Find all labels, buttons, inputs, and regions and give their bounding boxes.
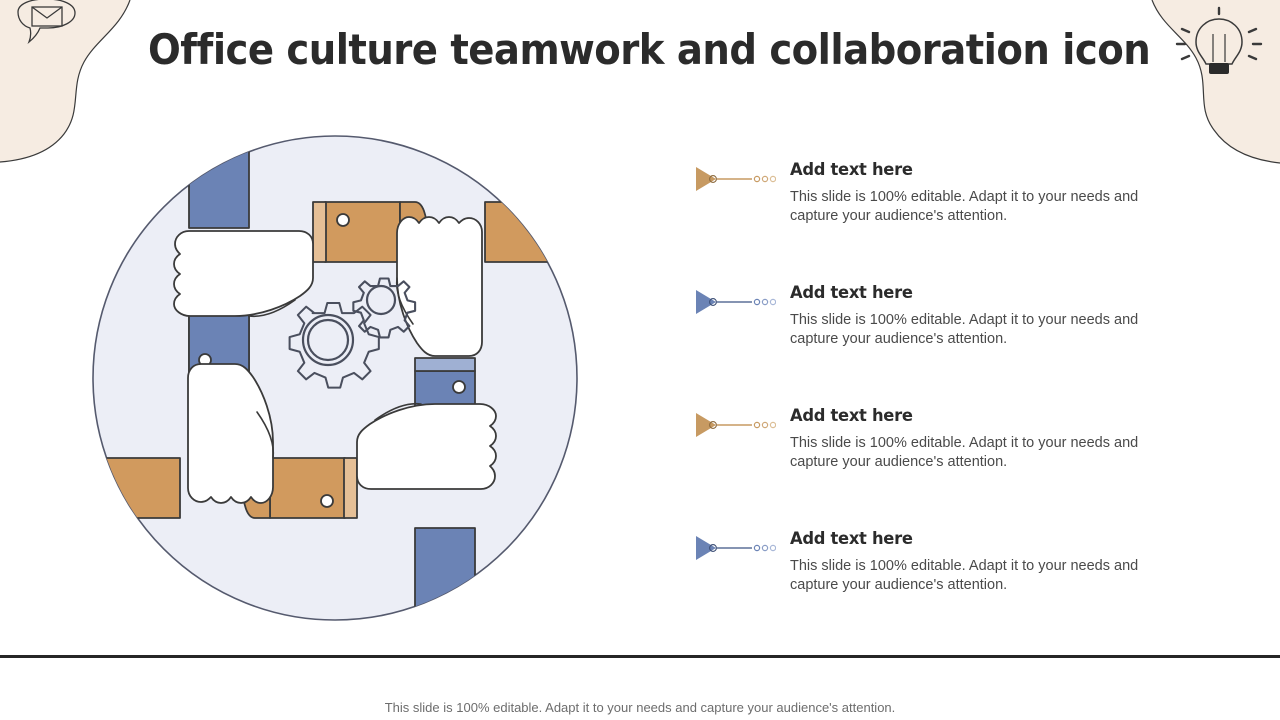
bullet-marker-2 bbox=[696, 290, 776, 314]
teamwork-hands-illustration bbox=[92, 135, 578, 621]
page-title: Office culture teamwork and collaboratio… bbox=[148, 24, 1151, 74]
bullet-marker-4 bbox=[696, 536, 776, 560]
bullet-heading: Add text here bbox=[790, 160, 913, 180]
sleeve-button bbox=[452, 380, 466, 394]
bullet-heading: Add text here bbox=[790, 283, 913, 303]
list-item[interactable]: Add text here This slide is 100% editabl… bbox=[694, 283, 1194, 406]
gears-icon bbox=[288, 277, 417, 389]
list-item[interactable]: Add text here This slide is 100% editabl… bbox=[694, 406, 1194, 529]
fist-top-left bbox=[173, 230, 314, 317]
fist-bottom-right bbox=[356, 403, 497, 490]
sleeve-button bbox=[320, 494, 334, 508]
bullet-body: This slide is 100% editable. Adapt it to… bbox=[790, 558, 1139, 593]
bullet-body: This slide is 100% editable. Adapt it to… bbox=[790, 312, 1139, 347]
bullet-marker-1 bbox=[696, 167, 776, 191]
bullet-marker-3 bbox=[696, 413, 776, 437]
bullet-body: This slide is 100% editable. Adapt it to… bbox=[790, 435, 1139, 470]
sleeve-button bbox=[336, 213, 350, 227]
slide-title-bar: Office culture teamwork and collaboratio… bbox=[148, 20, 1151, 78]
fist-top-right bbox=[396, 216, 483, 357]
footer-divider bbox=[0, 655, 1280, 658]
fist-bottom-left bbox=[187, 363, 274, 504]
footer-note: This slide is 100% editable. Adapt it to… bbox=[384, 700, 896, 715]
bullet-heading: Add text here bbox=[790, 406, 913, 426]
bullet-list: Add text here This slide is 100% editabl… bbox=[694, 160, 1194, 652]
top-right-decorative-blob bbox=[1151, 0, 1280, 164]
list-item[interactable]: Add text here This slide is 100% editabl… bbox=[694, 529, 1194, 652]
bullet-body: This slide is 100% editable. Adapt it to… bbox=[790, 189, 1139, 224]
envelope-speech-bubble-icon bbox=[17, 0, 76, 45]
list-item[interactable]: Add text here This slide is 100% editabl… bbox=[694, 160, 1194, 283]
lightbulb-icon bbox=[1175, 6, 1263, 74]
bullet-heading: Add text here bbox=[790, 529, 913, 549]
